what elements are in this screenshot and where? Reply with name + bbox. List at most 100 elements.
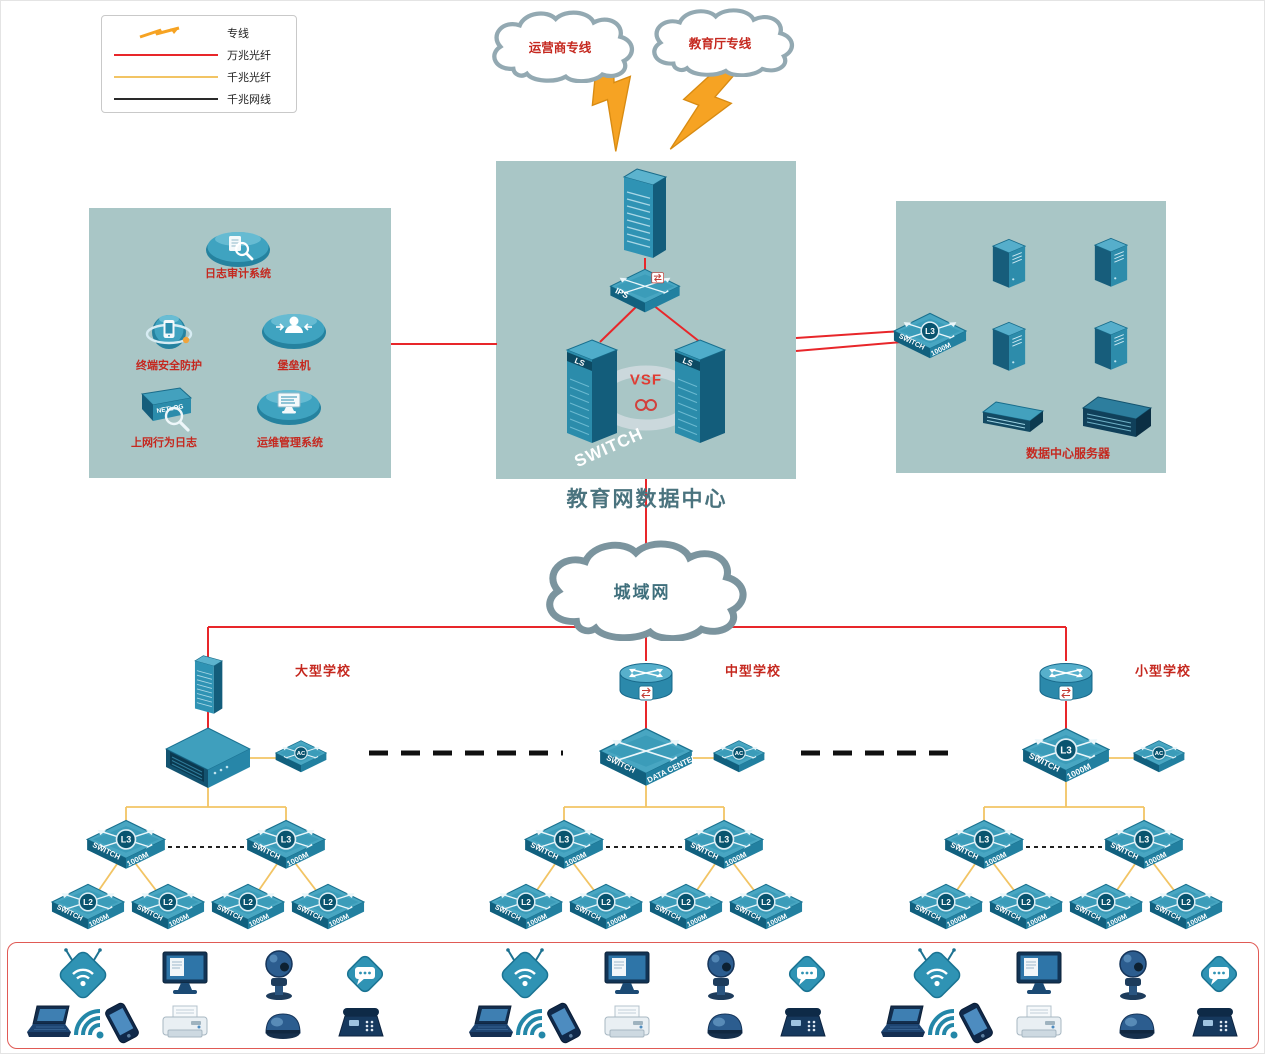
smartphone-icon xyxy=(544,1000,584,1047)
switch-badge-label: L2 xyxy=(1101,897,1111,907)
cloud-label: 运营商专线 xyxy=(528,40,592,55)
vsf-link-icon xyxy=(633,398,659,412)
rack-server xyxy=(991,321,1027,373)
switch-badge-label: L2 xyxy=(521,897,531,907)
ptz-camera-icon xyxy=(260,947,298,1001)
switch-badge-label: L2 xyxy=(941,897,951,907)
switch-badge-label: L2 xyxy=(681,897,691,907)
vsf-switch-tower: LS xyxy=(673,339,727,447)
cloud-label: 教育厅专线 xyxy=(688,36,752,51)
rack-server xyxy=(991,238,1027,290)
bastion-host-icon xyxy=(260,308,328,354)
switch-badge-label: L3 xyxy=(719,835,730,845)
switch-badge-label: AC xyxy=(1155,751,1164,757)
bastion-label: 堡垒机 xyxy=(277,360,311,372)
printer-icon xyxy=(161,1005,209,1041)
school-label-small: 小型学校 xyxy=(1134,663,1192,679)
vsf-label: VSF xyxy=(629,371,663,389)
datacenter-title: 教育网数据中心 xyxy=(566,488,728,511)
school-label-medium: 中型学校 xyxy=(724,663,782,679)
cloud-shape xyxy=(652,8,794,77)
desktop-monitor-icon xyxy=(604,951,650,997)
education-cloud: 教育厅专线 xyxy=(641,7,799,77)
chat-message-icon xyxy=(1195,950,1243,998)
rack-server xyxy=(1093,320,1129,372)
wifi-signal-icon xyxy=(66,1001,112,1045)
switch-badge-label: L2 xyxy=(243,897,253,907)
terminal-security-icon xyxy=(143,306,195,358)
laptop-icon xyxy=(24,1005,78,1041)
desk-phone-icon xyxy=(337,1006,385,1040)
legend-label: 千兆网线 xyxy=(227,94,271,106)
switch-badge-label: L2 xyxy=(601,897,611,907)
legend: 专线 万兆光纤 千兆光纤 千兆网线 xyxy=(101,15,297,113)
switch-badge-label: L3 xyxy=(1139,835,1150,845)
legend-row: 万兆光纤 xyxy=(102,44,296,66)
terminal-security-label: 终端安全防护 xyxy=(136,360,202,372)
dome-camera-icon xyxy=(704,1006,746,1040)
legend-row: 专线 xyxy=(102,22,296,44)
legend-row: 千兆光纤 xyxy=(102,66,296,88)
red-line-icon xyxy=(114,54,218,56)
log-audit-label: 日志审计系统 xyxy=(205,268,271,280)
ops-mgmt-label: 运维管理系统 xyxy=(257,437,323,449)
switch-badge-label: L3 xyxy=(925,326,935,336)
smartphone-icon xyxy=(956,1000,996,1047)
legend-label: 专线 xyxy=(227,28,249,40)
switch-badge-label: L2 xyxy=(163,897,173,907)
cloud-label: 城域网 xyxy=(613,582,671,602)
switch-badge-label: L3 xyxy=(559,835,570,845)
wireless-ap-icon xyxy=(911,947,963,1001)
server-zone-caption: 数据中心服务器 xyxy=(1025,446,1111,461)
smartphone-icon xyxy=(102,1000,142,1047)
desk-phone-icon xyxy=(779,1006,827,1040)
wireless-ap-icon xyxy=(57,947,109,1001)
school-gateway-router xyxy=(1038,659,1094,705)
tower-tag: LS xyxy=(573,356,586,368)
desktop-monitor-icon xyxy=(162,951,208,997)
chassis-server xyxy=(1081,395,1153,441)
ops-mgmt-icon xyxy=(255,384,323,430)
cloud-shape xyxy=(492,10,634,83)
wifi-signal-icon xyxy=(920,1001,966,1045)
wireless-controller-ac: AC xyxy=(712,740,766,776)
carrier-cloud: 运营商专线 xyxy=(481,9,639,83)
log-audit-icon xyxy=(204,226,272,272)
yellow-line-icon xyxy=(114,76,218,78)
net-behavior-log-label: 上网行为日志 xyxy=(131,437,197,449)
desk-phone-icon xyxy=(1191,1006,1239,1040)
rack-server-1u xyxy=(981,401,1045,435)
wifi-signal-icon xyxy=(508,1001,554,1045)
legend-row: 千兆网线 xyxy=(102,88,296,110)
rack-server xyxy=(1093,237,1129,289)
man-cloud: 城域网 xyxy=(531,539,753,641)
dome-camera-icon xyxy=(262,1006,304,1040)
legend-label: 万兆光纤 xyxy=(227,50,271,62)
wireless-ap-icon xyxy=(499,947,551,1001)
wireless-controller-ac: AC xyxy=(1132,740,1186,776)
black-line-icon xyxy=(114,98,218,100)
cloud-shape xyxy=(546,540,747,641)
legend-label: 千兆光纤 xyxy=(227,72,271,84)
switch-badge-label: AC xyxy=(735,751,744,757)
laptop-icon xyxy=(878,1005,932,1041)
netlog-icon: NETLOG xyxy=(128,385,194,433)
switch-badge-label: L2 xyxy=(1181,897,1191,907)
school-gateway-router xyxy=(618,659,674,705)
